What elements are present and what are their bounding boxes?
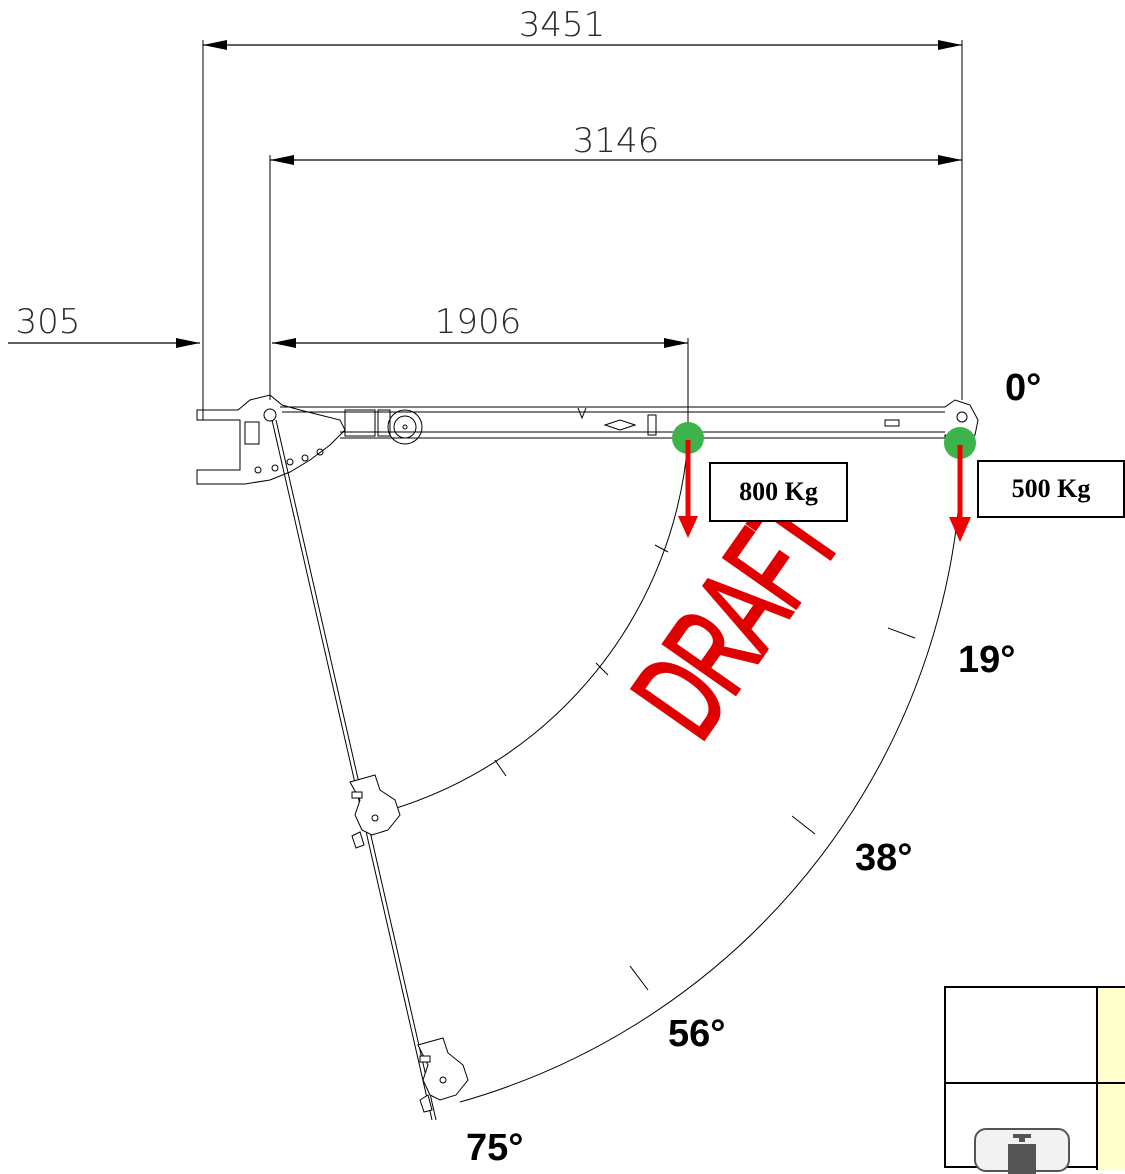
weight-icon <box>1008 1134 1036 1174</box>
angle-label-38: 38° <box>855 837 912 879</box>
dimension-1906: 1906 <box>272 302 689 430</box>
angle-label-75: 75° <box>466 1127 523 1166</box>
load-point-outer <box>944 427 976 542</box>
load-point-inner <box>672 422 704 538</box>
swing-arcs <box>389 439 963 1103</box>
dimension-3146: 3146 <box>269 121 962 400</box>
dimension-3451: 3451 <box>202 5 963 420</box>
weight-button[interactable] <box>974 1128 1070 1174</box>
dimension-305: 305 <box>8 302 200 348</box>
angle-label-19: 19° <box>958 639 1015 681</box>
angle-label-56: 56° <box>668 1013 725 1055</box>
dimension-1906-label: 1906 <box>435 302 522 342</box>
crane-boom <box>196 394 979 485</box>
load-label-outer: 500 Kg <box>977 460 1125 518</box>
load-panel <box>944 986 1125 1174</box>
panel-yellow-column <box>1096 988 1125 1170</box>
dimension-3146-label: 3146 <box>573 121 660 161</box>
arm-fitting-outer <box>417 1037 469 1113</box>
arm-fitting-inner <box>349 774 401 849</box>
angle-label-0: 0° <box>1005 367 1041 409</box>
dimension-305-label: 305 <box>16 302 81 342</box>
load-label-inner: 800 Kg <box>709 462 848 522</box>
dimension-3451-label: 3451 <box>519 5 606 45</box>
support-arm <box>271 419 437 1121</box>
panel-divider <box>946 1082 1125 1084</box>
